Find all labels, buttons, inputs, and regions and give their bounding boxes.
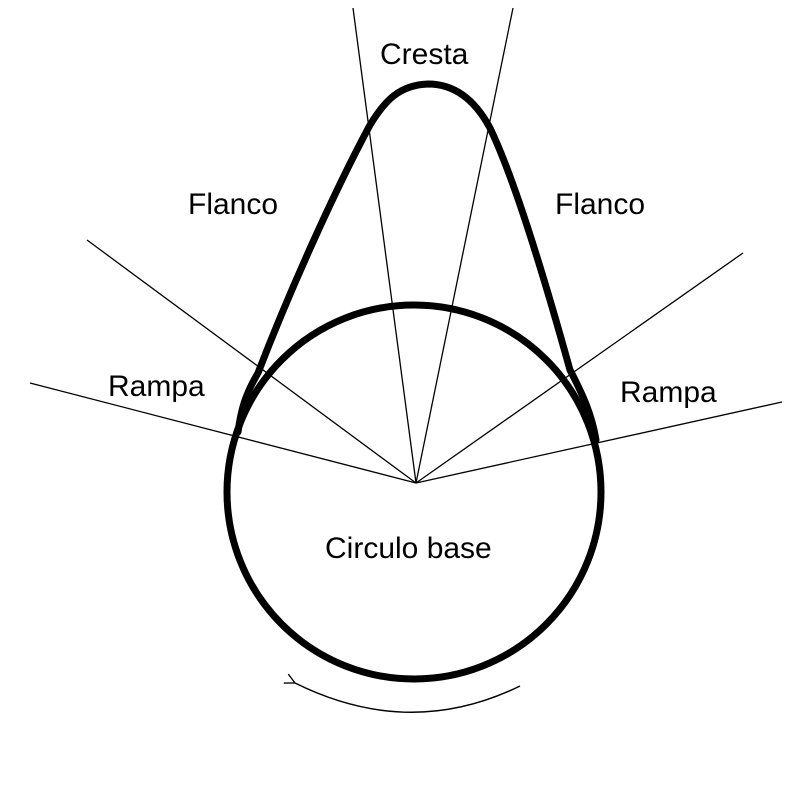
radial-line-crest-right <box>415 7 514 484</box>
radial-line-crest-left <box>352 7 417 484</box>
radial-lines <box>29 7 783 484</box>
label-crest: Cresta <box>380 38 469 71</box>
label-flank-left: Flanco <box>188 188 278 221</box>
radial-line-flank-left <box>86 239 417 484</box>
rotation-arrow <box>283 673 521 713</box>
label-ramp-left: Rampa <box>108 370 205 403</box>
label-base-circle: Circulo base <box>325 532 492 565</box>
base-circle <box>223 301 605 683</box>
radial-line-flank-right <box>415 252 744 484</box>
cam-lobe-profile <box>234 80 600 444</box>
label-ramp-right: Rampa <box>620 376 717 409</box>
radial-line-ramp-right <box>415 401 783 484</box>
label-flank-right: Flanco <box>555 188 645 221</box>
radial-line-ramp-left <box>29 382 417 484</box>
